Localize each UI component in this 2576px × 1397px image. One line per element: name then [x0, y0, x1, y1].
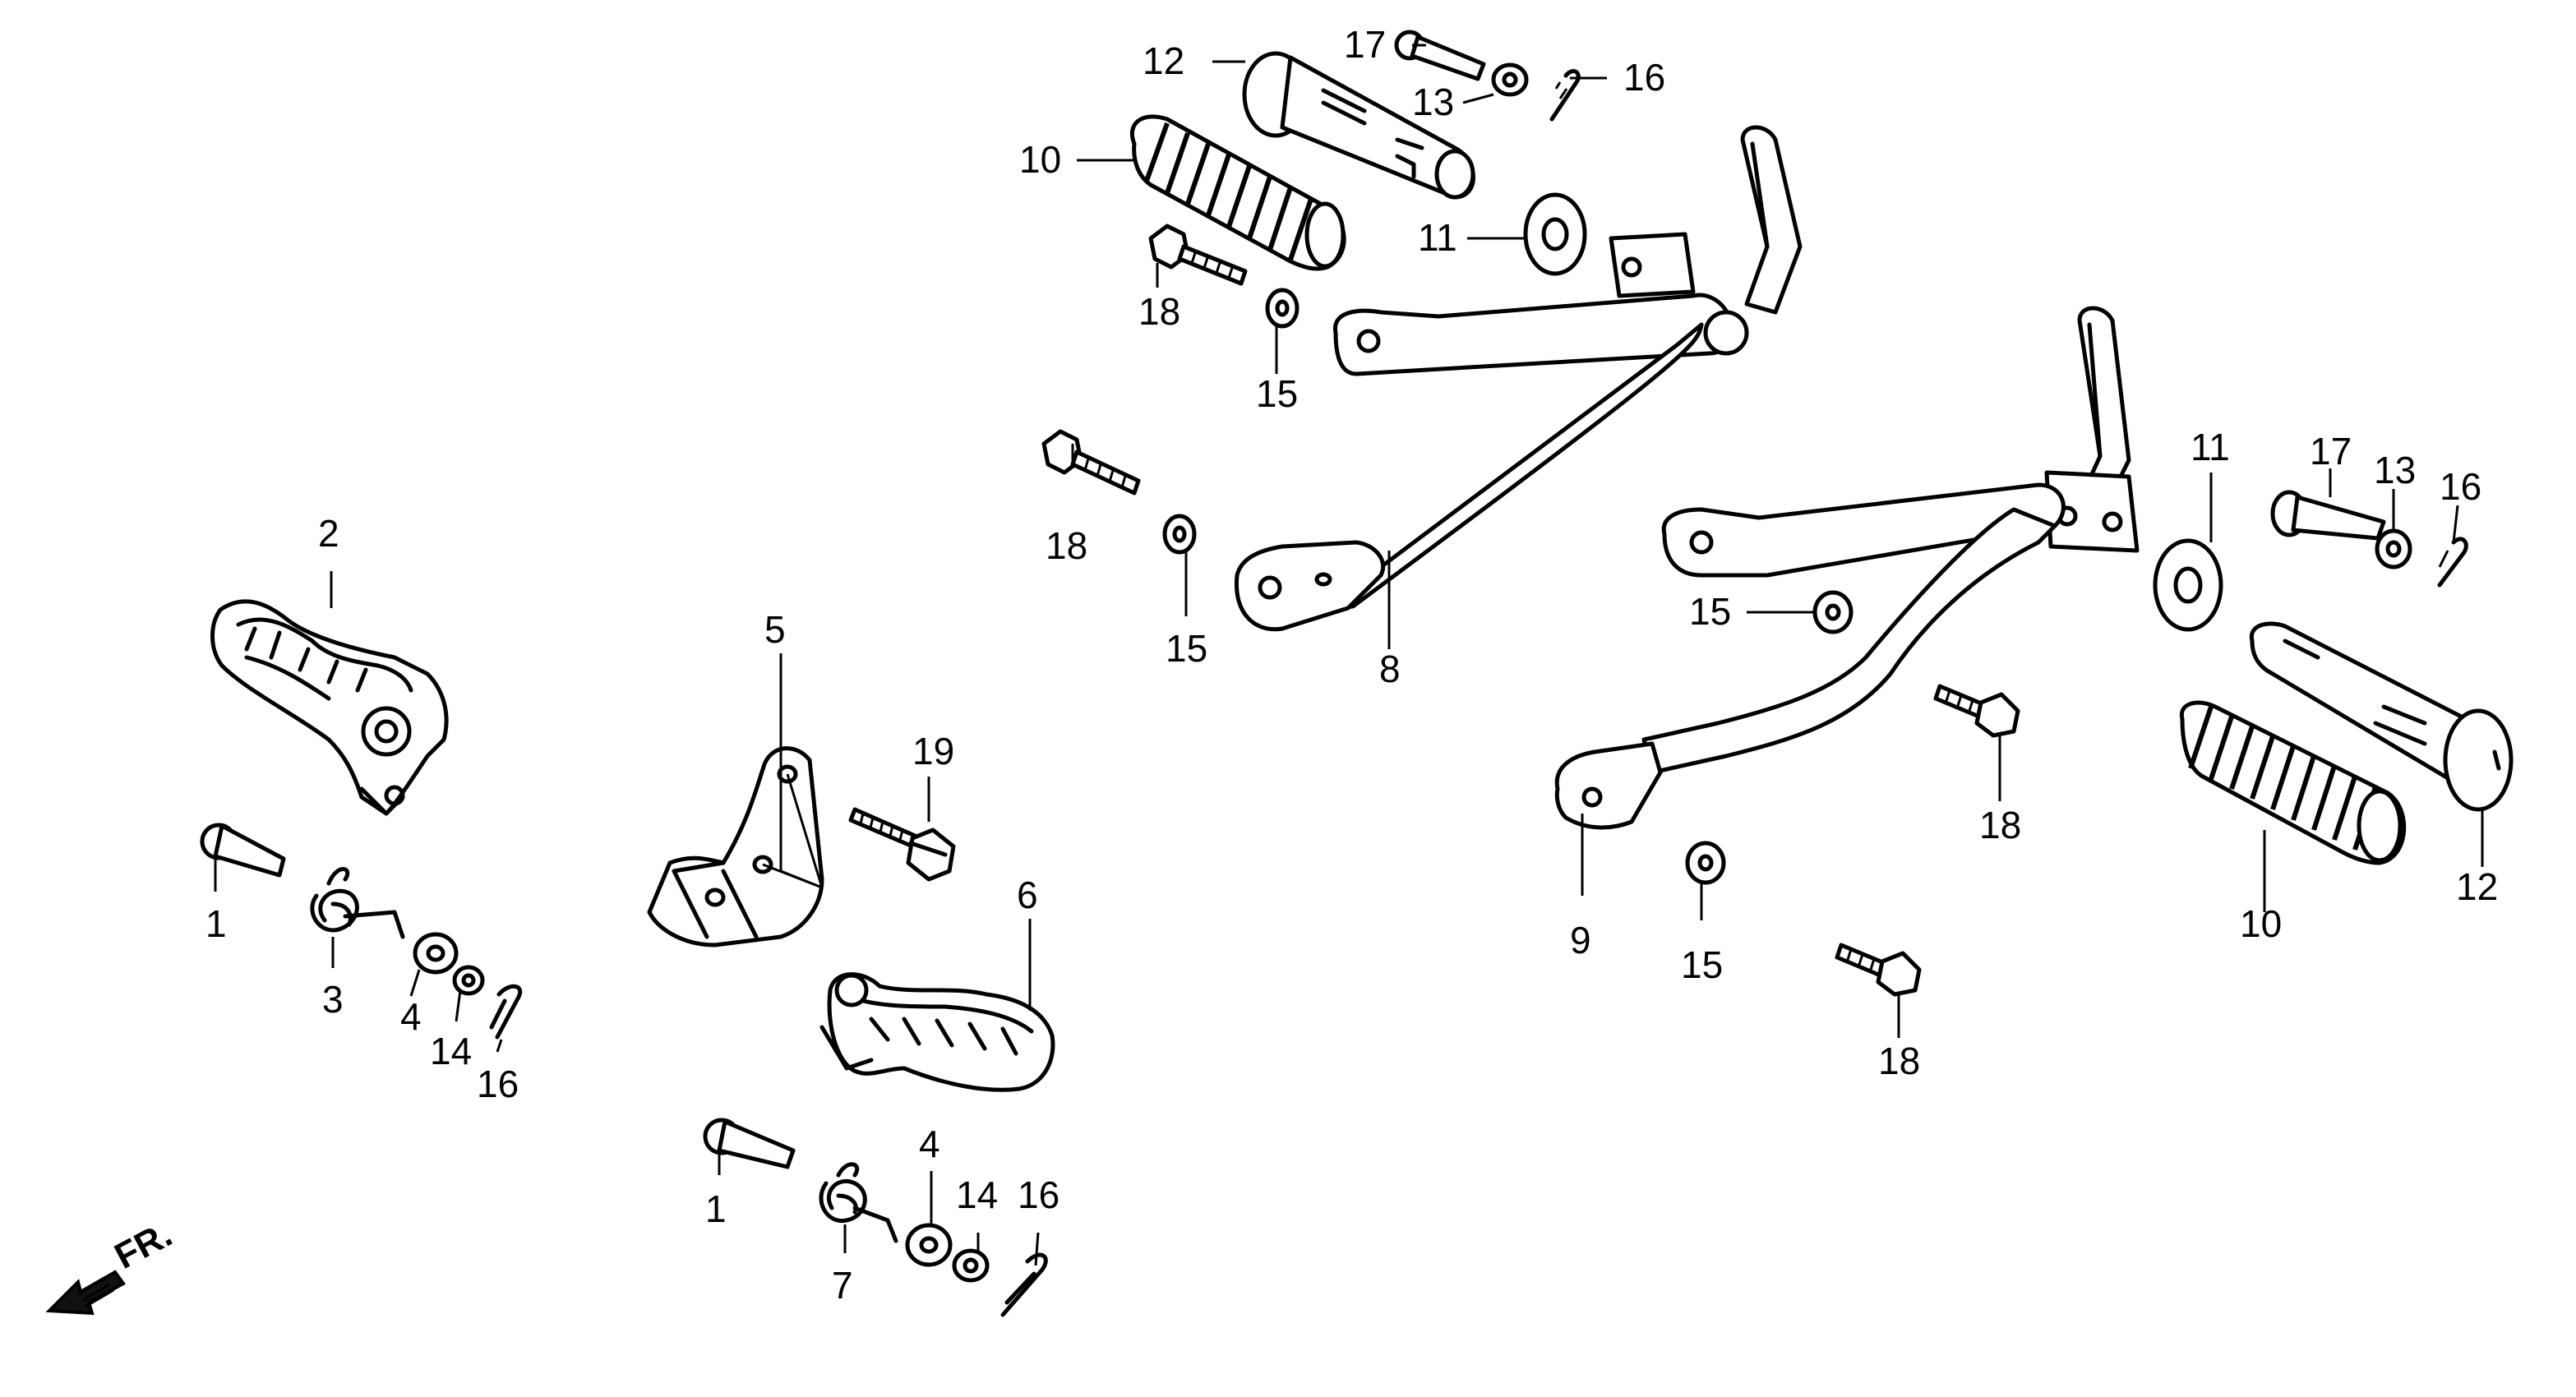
- bolt-18-top: [1148, 224, 1248, 286]
- callout-5: 5: [764, 608, 786, 651]
- callout-13-top: 13: [1412, 81, 1454, 123]
- callout-13-right: 13: [2374, 449, 2416, 491]
- callout-11-right: 11: [2191, 426, 2230, 468]
- spring-3: [310, 867, 405, 939]
- grip-10-right: [2179, 700, 2407, 865]
- bolt-19: [848, 807, 956, 882]
- washer-14-center: [952, 1248, 990, 1283]
- callout-14-center: 14: [956, 1173, 998, 1216]
- callout-14-left: 14: [430, 1030, 472, 1072]
- callout-19: 19: [912, 730, 954, 772]
- bracket-5: [647, 746, 824, 947]
- washer-15-mid: [1162, 514, 1197, 555]
- callout-7: 7: [832, 1264, 853, 1307]
- pin-1-left: [200, 823, 286, 878]
- callout-17-top: 17: [1344, 23, 1386, 66]
- leader-lines: [214, 44, 2484, 1266]
- front-direction-arrow: FR.: [45, 1214, 179, 1316]
- callout-3: 3: [322, 978, 344, 1021]
- washer-13-right: [2375, 528, 2412, 569]
- callout-15-mid: 15: [1166, 627, 1207, 670]
- washer-11-right: [2153, 538, 2223, 632]
- callout-labels: 2 1 3 4 14 16 5 19 6 1 7 4 14 16 10 12 1…: [205, 23, 2498, 1307]
- footpeg-left-2: [210, 599, 449, 816]
- callout-10-right: 10: [2240, 902, 2282, 945]
- bolt-18-right-upper: [1933, 684, 2020, 738]
- callout-15-top: 15: [1256, 372, 1298, 415]
- callout-17-right: 17: [2310, 430, 2352, 473]
- callout-1-left: 1: [205, 902, 227, 945]
- callout-12-top: 12: [1143, 39, 1184, 82]
- pin-17-right: [2270, 490, 2386, 541]
- callout-15-right-lower: 15: [1681, 943, 1723, 986]
- bracket-9: [1554, 306, 2140, 830]
- fr-label: FR.: [108, 1214, 179, 1277]
- peg-shaft-12-top: [1242, 51, 1475, 200]
- callout-18-right-lower: 18: [1878, 1040, 1920, 1082]
- callout-16-center: 16: [1018, 1173, 1059, 1216]
- washer-15-top: [1265, 288, 1300, 329]
- bracket-8: [1234, 125, 1803, 632]
- washer-14-left: [452, 965, 485, 996]
- washer-11-top: [1523, 192, 1587, 276]
- callout-15-right-upper: 15: [1689, 590, 1731, 633]
- callout-12-right: 12: [2456, 865, 2498, 908]
- callout-18-top: 18: [1138, 290, 1180, 333]
- callout-16-left: 16: [477, 1063, 519, 1105]
- footpeg-right-6: [819, 972, 1055, 1092]
- bolt-18-right-lower: [1835, 943, 1922, 997]
- washer-4-center: [905, 1223, 953, 1267]
- washer-13-top: [1491, 62, 1529, 97]
- washer-15-right-upper: [1812, 590, 1854, 634]
- callout-11-top: 11: [1418, 216, 1457, 259]
- peg-shaft-12-right: [2249, 621, 2514, 812]
- callout-8: 8: [1379, 648, 1401, 690]
- callout-18-mid: 18: [1046, 524, 1087, 567]
- callout-4-center: 4: [919, 1123, 940, 1165]
- callout-4-left: 4: [400, 995, 422, 1038]
- callout-6: 6: [1017, 874, 1038, 916]
- cotter-pin-16-top: [1549, 69, 1581, 122]
- callout-10-top: 10: [1019, 138, 1061, 181]
- pin-1-center: [703, 1118, 796, 1169]
- pin-17-top: [1394, 30, 1486, 81]
- callout-16-right: 16: [2440, 465, 2481, 508]
- cotter-pin-16-left: [489, 984, 522, 1040]
- callout-1-center: 1: [705, 1187, 727, 1230]
- callout-9: 9: [1570, 919, 1591, 961]
- washer-4-left: [413, 932, 459, 975]
- bolt-18-mid: [1041, 429, 1141, 496]
- cotter-pin-16-center: [1000, 1252, 1048, 1317]
- callout-16-top: 16: [1623, 56, 1665, 99]
- washer-15-right-lower: [1685, 841, 1726, 885]
- grip-10-top: [1129, 114, 1346, 271]
- callout-2: 2: [318, 512, 339, 555]
- callout-18-right-upper: 18: [1979, 804, 2021, 846]
- spring-7: [819, 1162, 898, 1243]
- cotter-pin-16-right: [2437, 537, 2468, 588]
